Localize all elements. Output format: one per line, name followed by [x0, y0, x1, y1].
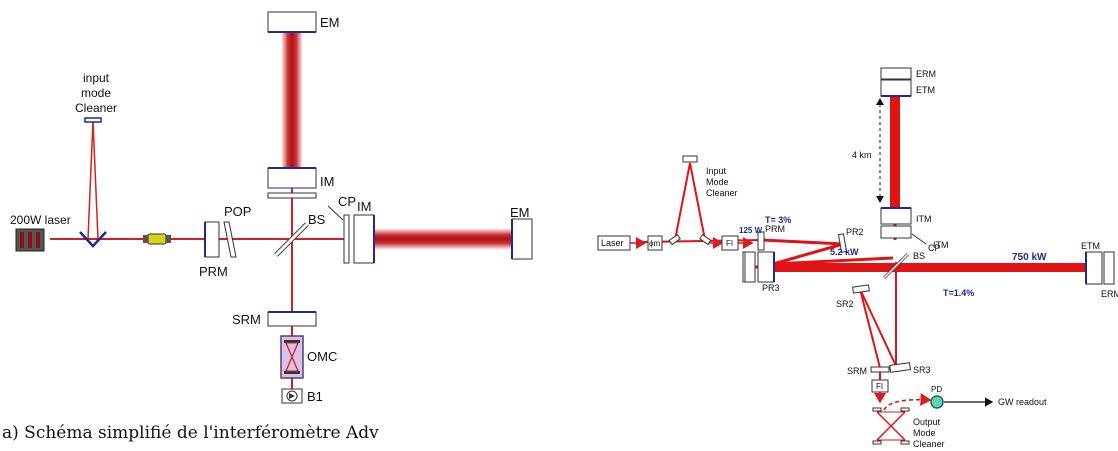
fi-out-box: [871, 379, 889, 393]
label-im-right: IM: [357, 199, 371, 214]
label-fi-out: FI: [876, 382, 883, 391]
srm-mirror: [267, 311, 317, 327]
imc-beam-right: [92, 120, 99, 240]
prm-to-pr2-beam: [761, 238, 844, 246]
label-itm-top: ITM: [916, 214, 932, 224]
label-cp: CP: [338, 194, 356, 209]
imc-mirror: [84, 117, 102, 123]
label-etm-right: ETM: [1081, 241, 1100, 251]
right-diagram: Input Mode Cleaner Laser ϕm FI 125 W T= …: [597, 67, 1118, 449]
label-omc: OMC: [307, 349, 337, 364]
erm-right: [1103, 251, 1115, 285]
label-750kw: 750 kW: [1012, 252, 1047, 263]
label-erm-top: ERM: [916, 69, 936, 79]
label-sr3: SR3: [913, 365, 931, 375]
label-125w: 125 W: [739, 226, 763, 235]
cp-top-plate: [267, 192, 317, 199]
etm-top: [880, 79, 912, 97]
readout-dashed-beam: [883, 393, 932, 411]
right-horizontal-arm-beam: [775, 263, 1086, 272]
pr3-to-bs-beam: [772, 256, 894, 266]
label-gw-readout: GW readout: [998, 397, 1047, 407]
right-laser-box: [597, 235, 631, 251]
label-pop: POP: [224, 204, 251, 219]
im-right-mirror: [353, 214, 375, 264]
label-imc-line3: Cleaner: [75, 101, 117, 115]
sr3-mirror: [889, 362, 912, 373]
label-sr2: SR2: [836, 299, 854, 309]
cp-right-plate: [343, 214, 350, 264]
label-right-imc-line2: Mode: [706, 177, 729, 187]
label-t-prm: T= 3%: [765, 215, 791, 225]
label-t-itm: T=1.4%: [943, 288, 974, 298]
pop-mirror: [223, 221, 237, 258]
label-imc-line1: input: [83, 71, 110, 85]
label-omc-line2: Mode: [913, 428, 936, 438]
label-srm: SRM: [232, 312, 261, 327]
label-4km: 4 km: [852, 150, 872, 160]
cp-top-right: [880, 225, 912, 239]
phase-modulator-box: [647, 235, 663, 251]
label-pr3: PR3: [762, 283, 780, 293]
label-laser: 200W laser: [10, 213, 71, 227]
em-right-mirror: [511, 218, 533, 260]
etm-right: [1085, 251, 1103, 285]
label-omc-line1: Output: [913, 417, 941, 427]
label-itm-right: ITM: [933, 240, 949, 250]
label-omc-line3: Cleaner: [913, 439, 945, 449]
em-top-mirror: [267, 11, 317, 33]
label-right-imc-line3: Cleaner: [706, 188, 738, 198]
right-prm: [757, 231, 765, 251]
label-right-laser: Laser: [601, 238, 624, 248]
imc-beam-left: [87, 120, 94, 240]
label-em-right: EM: [510, 205, 530, 220]
prm-mirror: [204, 221, 220, 258]
sr2-mirror: [852, 284, 870, 294]
right-vertical-arm-beam: [890, 96, 900, 208]
label-right-bs: BS: [913, 251, 925, 261]
label-52kw: 5.2 kW: [830, 247, 859, 257]
label-pd: PD: [931, 385, 942, 394]
erm-top: [880, 67, 912, 80]
im-top-mirror: [267, 167, 317, 189]
label-right-cp: CP: [928, 243, 941, 253]
label-phi: ϕm: [649, 239, 660, 248]
label-etm-top: ETM: [916, 85, 935, 95]
label-erm-right: ERM: [1101, 289, 1118, 299]
fi-in-box: [721, 235, 739, 251]
horizontal-arm-beam: [370, 228, 512, 250]
label-imc-line2: mode: [81, 86, 111, 100]
right-srm: [870, 366, 890, 373]
label-fi-in: FI: [726, 239, 733, 248]
label-im-top: IM: [320, 174, 334, 189]
label-right-srm: SRM: [847, 366, 867, 376]
isolator: [147, 233, 167, 245]
imc-chevron: [79, 231, 107, 248]
figure-caption: a) Schéma simplifié de l'interféromètre …: [2, 423, 379, 443]
vertical-arm-beam: [281, 32, 303, 168]
itm-top: [880, 207, 912, 225]
label-right-imc-line1: Input: [706, 166, 727, 176]
pr2-to-pr3-beam: [772, 242, 844, 266]
imc-top-mirror-right: [682, 155, 698, 163]
left-diagram: input mode Cleaner 200W laser POP PRM BS…: [10, 11, 533, 404]
label-bs: BS: [308, 212, 326, 227]
label-em-top: EM: [320, 15, 340, 30]
label-pr2: PR2: [846, 227, 864, 237]
pd-detector: [930, 395, 944, 409]
pr2-mirror: [837, 233, 848, 253]
label-prm: PRM: [199, 264, 228, 279]
label-right-prm: PRM: [765, 224, 785, 234]
label-b1: B1: [307, 389, 323, 404]
